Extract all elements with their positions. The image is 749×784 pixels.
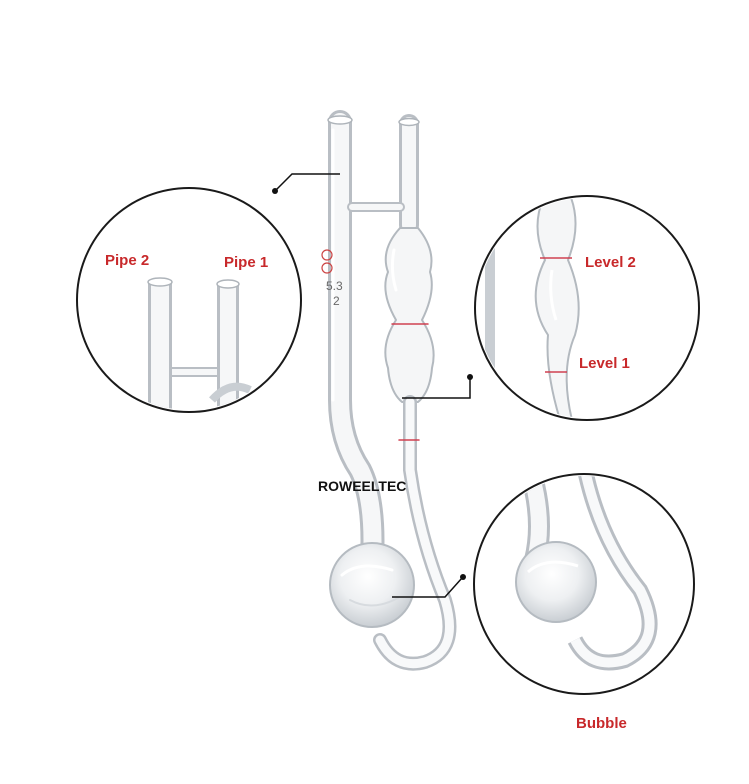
pipe-1-label: Pipe 1 [224,254,269,271]
detail-circle-bubble [473,473,695,695]
leader-dot [467,374,473,380]
level-2-label: Level 2 [585,254,636,271]
detail-circle-pipes [76,187,302,413]
etched-capacity: 5.3 [326,279,343,293]
leader-lines [275,173,471,598]
detail-circle-levels [474,195,700,421]
brand-watermark: ROWEELTEC [318,478,407,494]
leader-dot [460,574,466,580]
capillary-tube [373,395,457,671]
etched-number: 2 [333,294,340,308]
tube-etching-mark [321,249,333,274]
leader-dot [272,188,278,194]
bubble-label: Bubble [576,715,627,732]
measuring-bulbs [384,227,435,403]
bubble-bulb [329,542,415,628]
pipe-2-label: Pipe 2 [105,252,150,269]
viscometer [327,110,457,671]
level-1-label: Level 1 [579,355,630,372]
